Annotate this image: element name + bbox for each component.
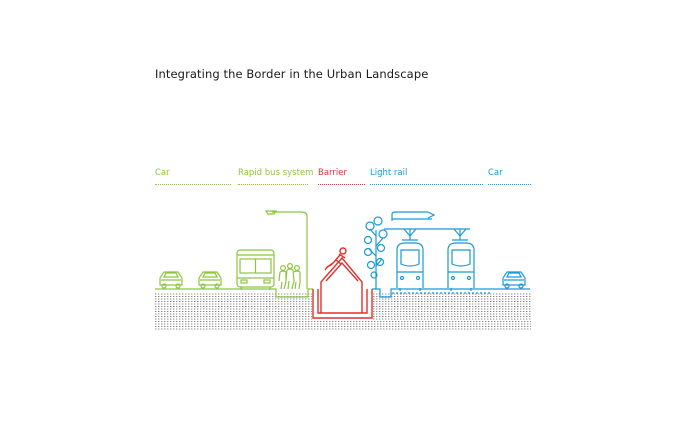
left-side-section — [155, 210, 313, 298]
zone-rule-car-left — [155, 184, 231, 185]
street-lamp-icon — [264, 210, 308, 289]
barrier-fence — [320, 256, 363, 313]
zone-label-light-rail: Light rail — [370, 168, 408, 178]
zone-label-car-left: Car — [155, 168, 170, 178]
zone-rule-light-rail — [370, 184, 483, 185]
catenary-icon — [384, 211, 470, 241]
pedestrians-icon — [278, 263, 301, 290]
zone-label-car-right: Car — [488, 168, 503, 178]
car-icon — [502, 271, 526, 289]
climbing-figure-icon — [324, 247, 347, 271]
car-icon — [198, 271, 222, 289]
barrier-section — [312, 247, 373, 319]
zone-rule-car-right — [488, 184, 531, 185]
diagram-title: Integrating the Border in the Urban Land… — [155, 67, 429, 81]
tram-icon — [396, 242, 424, 291]
tree-icon — [363, 216, 388, 289]
road-surface-left — [155, 288, 313, 298]
barrier-fence-line — [325, 261, 359, 282]
ground-texture — [155, 293, 531, 330]
car-icon — [159, 271, 183, 289]
barrier-wall — [312, 289, 373, 319]
right-side-section — [363, 211, 530, 298]
zone-rule-barrier — [318, 184, 365, 185]
zone-label-barrier: Barrier — [318, 168, 347, 178]
bus-icon — [236, 249, 275, 290]
zone-rule-rapid-bus — [238, 184, 308, 185]
tram-icon — [447, 242, 475, 291]
road-surface-right — [372, 288, 530, 298]
zone-label-rapid-bus: Rapid bus system — [238, 168, 314, 178]
